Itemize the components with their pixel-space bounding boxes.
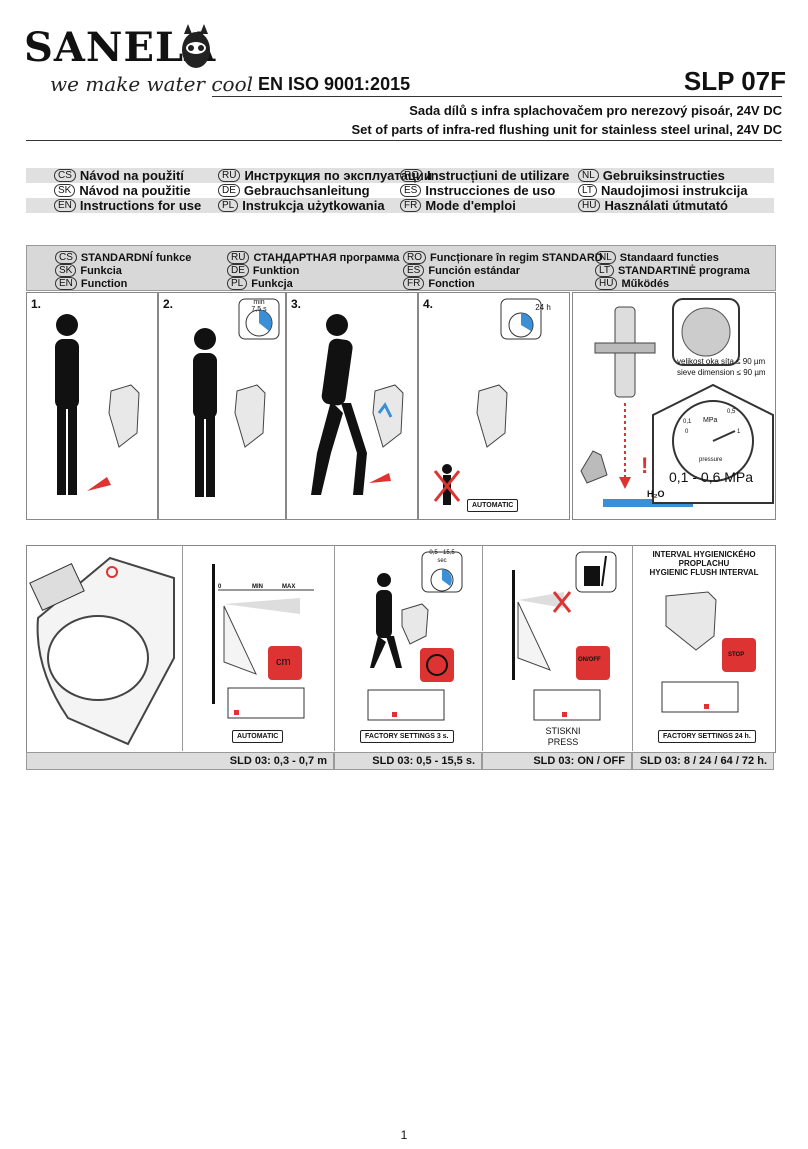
subtitle-en: Set of parts of infra-red flushing unit … <box>351 122 782 137</box>
cm-display: cm <box>276 656 291 668</box>
timer-label: 24 h <box>535 303 551 312</box>
gauge-tick: 0,5 <box>727 409 736 415</box>
mesh-size-cs: velikost oka síta ≤ 90 µm <box>677 357 766 366</box>
factory-settings-3s-badge: FACTORY SETTINGS 3 s. <box>360 730 454 743</box>
step-number: 4. <box>423 297 434 311</box>
step-panel-2: 2. min 7,5 s <box>158 292 286 520</box>
gauge-tick: 1 <box>737 429 741 435</box>
sld-interval-footer: SLD 03: 8 / 24 / 64 / 72 h. <box>632 752 774 770</box>
person-leaving-urinal-icon <box>311 314 404 495</box>
step-number: 3. <box>291 297 302 311</box>
gauge-tick: 0,1 <box>683 419 692 425</box>
pressure-range: 0,1 - 0,6 MPa <box>669 469 754 485</box>
sld-onoff-footer: SLD 03: ON / OFF <box>482 752 632 770</box>
warning-mark: ! <box>641 453 649 478</box>
timer-unit: sec <box>437 558 447 564</box>
subtitle-cs: Sada dílů s infra splachovačem pro nerez… <box>409 103 782 118</box>
gauge-tick: 0 <box>685 429 689 435</box>
timer-value: 7,5 s <box>251 306 267 313</box>
range-min: MIN <box>252 584 263 590</box>
onoff-button-label: ON/OFF <box>578 657 601 663</box>
sensor-range-illustration <box>212 564 314 719</box>
range-min-zero: 0 <box>218 584 222 590</box>
iso-standard: EN ISO 9001:2015 <box>258 74 411 94</box>
stop-button-label: STOP <box>728 652 745 658</box>
sld-range-footer: SLD 03: 0,3 - 0,7 m <box>26 752 334 770</box>
raccoon-mascot-icon <box>182 24 210 68</box>
gauge-unit: MPa <box>703 417 718 424</box>
timer-setting-illustration <box>367 551 463 721</box>
filter-panel: ! velikost oka síta ≤ 90 µm sieve dimens… <box>572 292 776 520</box>
range-max: MAX <box>282 584 296 590</box>
sld-time-footer: SLD 03: 0,5 - 15,5 s. <box>334 752 482 770</box>
cleaning-mode-illustration <box>512 551 617 721</box>
step-number: 2. <box>163 297 174 311</box>
water-filter-pressure-icon <box>580 298 774 507</box>
automatic-badge: AUTOMATIC <box>232 730 284 743</box>
hygiene-interval-title: INTERVAL HYGIENICKÉHO PROPLACHU HYGIENIC… <box>649 550 759 577</box>
model-number: SLP 07F <box>683 66 786 96</box>
subtitle-rule <box>26 140 782 141</box>
timer-label: min <box>253 299 265 306</box>
automatic-badge: AUTOMATIC <box>467 499 519 512</box>
hygiene-interval-illustration <box>661 591 756 713</box>
header-rule <box>212 96 782 97</box>
press-label-cs: STISKNI <box>545 726 581 736</box>
mesh-size-en: sieve dimension ≤ 90 µm <box>677 368 766 377</box>
person-using-urinal-icon <box>193 298 280 497</box>
factory-settings-24h-badge: FACTORY SETTINGS 24 h. <box>658 730 756 743</box>
person-approaching-urinal-icon <box>55 314 140 495</box>
page-number: 1 <box>400 1128 408 1142</box>
press-label-en: PRESS <box>547 737 579 747</box>
urinal-unit-illustration <box>29 556 175 746</box>
gauge-label: pressure <box>699 457 723 463</box>
water-label: H₂O <box>647 489 665 499</box>
step-number: 1. <box>31 297 42 311</box>
slogan: we make water cool <box>50 72 254 96</box>
timer-range: 0,5 - 15,5 <box>429 550 455 556</box>
step-panel-3: 3. <box>286 292 418 520</box>
step-panel-1: 1. <box>26 292 158 520</box>
step-panel-4: 4. 24 h AUTOMATIC <box>418 292 570 520</box>
automatic-interval-flush-icon <box>433 298 542 505</box>
sanela-logo: SANELA we make water cool <box>24 20 253 100</box>
